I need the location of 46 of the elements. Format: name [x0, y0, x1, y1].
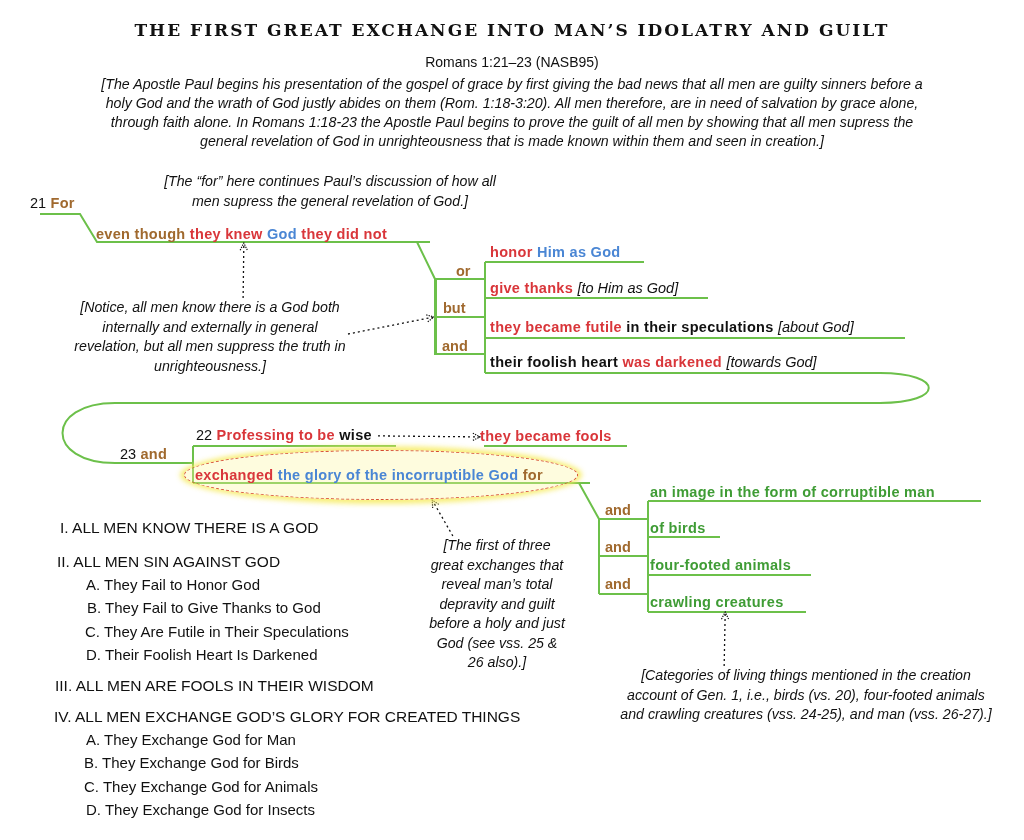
- sentence-phrase: exchanged the glory of the incorruptible God for: [195, 466, 543, 484]
- outline-subpoint: A. They Exchange God for Man: [86, 731, 296, 748]
- dotted-arrow: [431, 499, 454, 537]
- annotation-note: [Categories of living things mentioned in the creation account of Gen. 1, i.e., birds (vs. 20), four-footed animals and crawling creatures (vss. 24-25), and man (vss. 26-27).]: [620, 666, 992, 726]
- outline-subpoint: B. They Fail to Give Thanks to God: [87, 599, 321, 616]
- outline-subpoint: C. They Are Futile in Their Speculations: [85, 623, 349, 640]
- dotted-arrow: [347, 314, 435, 335]
- scripture-reference: Romans 1:21–23 (NASB95): [424, 54, 600, 70]
- outline-subpoint: B. They Exchange God for Birds: [84, 754, 299, 771]
- outline-heading: I. ALL MEN KNOW THERE IS A GOD: [60, 519, 319, 537]
- sentence-phrase: their foolish heart was darkened [towards God]: [490, 353, 875, 371]
- conjunction-word: and: [605, 502, 631, 518]
- conjunction-word: and: [442, 338, 468, 354]
- annotation-note: [The “for” here continues Paul’s discussion of how all men supress the general revelation of God.]: [155, 172, 505, 214]
- conjunction-word: or: [456, 263, 471, 279]
- dotted-arrow: [377, 432, 481, 441]
- outline-heading: II. ALL MEN SIN AGAINST GOD: [57, 553, 281, 571]
- highlight-ellipse: [184, 450, 578, 500]
- sentence-phrase: even though they knew God they did not: [96, 225, 432, 243]
- sentence-phrase: an image in the form of corruptible man: [650, 483, 985, 501]
- intro-paragraph: [The Apostle Paul begins his presentation of the gospel of grace by first giving the bad news that all men are guilty sinners before a holy God and the wrath of God justly abides on them (Rom. 1:18-3:20). All men therefore, are in need of salvation by grace alone, through faith alone. In Romans 1:18-23 the Apostle Paul begins to prove the guilt of all men by showing that all men supress the general revelation of God in unrighteousness that is made known within them and seen in creation.]: [100, 75, 924, 151]
- conjunction-word: and: [605, 576, 631, 592]
- conjunction-word: but: [443, 300, 466, 316]
- sentence-phrase: 22 Professing to be wise: [196, 426, 378, 444]
- outline-subpoint: D. Their Foolish Heart Is Darkened: [86, 646, 318, 663]
- conjunction-word: and: [605, 539, 631, 555]
- sentence-phrase: they became fools: [480, 427, 630, 445]
- sentence-phrase: give thanks [to Him as God]: [490, 279, 715, 297]
- diagram-title: THE FIRST GREAT EXCHANGE INTO MAN’S IDOLATRY AND GUILT: [133, 20, 891, 40]
- outline-subpoint: D. They Exchange God for Insects: [86, 801, 315, 818]
- sentence-phrase: 23 and: [120, 445, 186, 463]
- sentence-phrase: they became futile in their speculations [about God]: [490, 318, 915, 336]
- dotted-arrow: [239, 242, 248, 299]
- outline-subpoint: C. They Exchange God for Animals: [84, 778, 318, 795]
- annotation-note: [Notice, all men know there is a God both internally and externally in general revelation, but all men suppress the truth in unrighteousness.]: [72, 298, 348, 378]
- sentence-phrase: honor Him as God: [490, 243, 650, 261]
- sentence-phrase: crawling creatures: [650, 593, 810, 612]
- sentence-phrase: of birds: [650, 519, 730, 537]
- annotation-note: [The first of three great exchanges that reveal man’s total depravity and guilt before a holy and just God (see vss. 25 & 26 also).]: [428, 536, 566, 670]
- sentence-phrase: four-footed animals: [650, 556, 820, 574]
- outline-heading: III. ALL MEN ARE FOOLS IN THEIR WISDOM: [55, 677, 374, 695]
- sentence-phrase: 21 For: [30, 194, 92, 212]
- outline-heading: IV. ALL MEN EXCHANGE GOD’S GLORY FOR CREATED THINGS: [54, 708, 521, 726]
- junction-line: [434, 279, 437, 355]
- dotted-arrow: [720, 611, 730, 667]
- outline-subpoint: A. They Fail to Honor God: [86, 576, 260, 593]
